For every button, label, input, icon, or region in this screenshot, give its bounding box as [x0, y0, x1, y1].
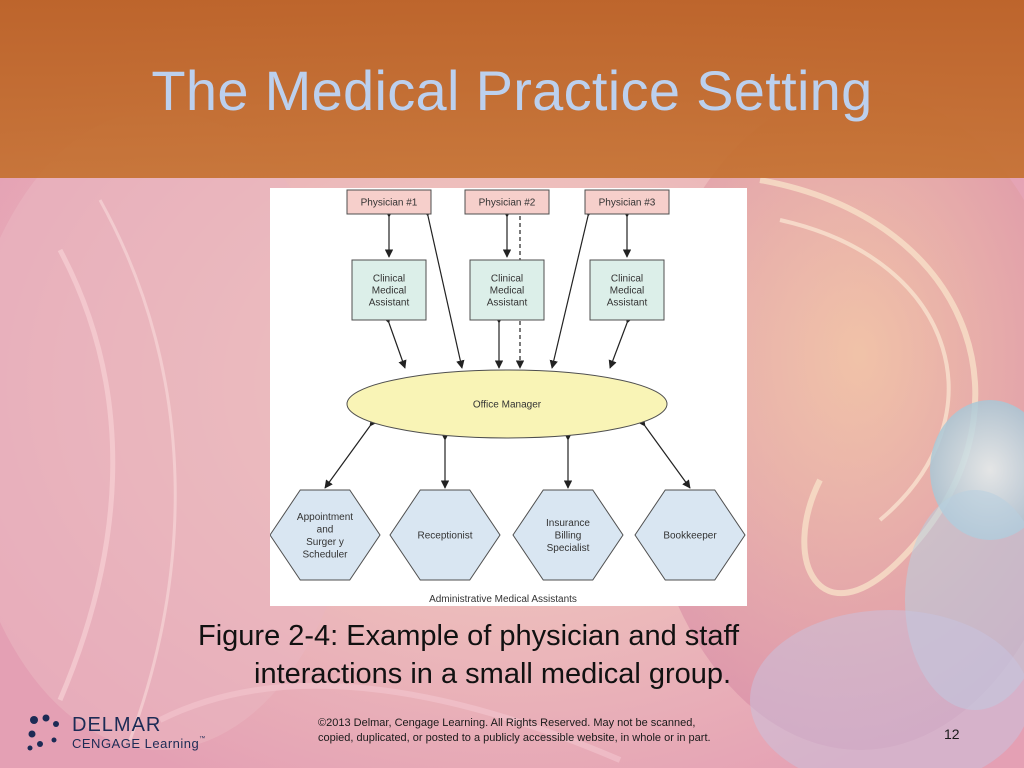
edge-assistant-manager-1: [382, 314, 407, 369]
physician-box-1: [346, 189, 432, 215]
edge-physician1-manager: [422, 207, 465, 369]
edge-manager-staff-4: [637, 417, 691, 489]
caption-line-2: interactions in a small medical group.: [254, 658, 732, 690]
copyright-line-2: copied, duplicated, or posted to a publi…: [318, 732, 711, 744]
clinical-assistant-box-2: [469, 259, 545, 321]
edge-manager-staff-1: [324, 417, 378, 489]
staff-label-4: Bookkeeper: [663, 531, 717, 542]
slide-title: The Medical Practice Setting: [151, 59, 873, 122]
copyright-notice: ©2013 Delmar, Cengage Learning. All Righ…: [318, 716, 758, 746]
edge-physician3-manager: [549, 207, 594, 369]
physician-box-3: [584, 189, 670, 215]
group-label: Administrative Medical Assistants: [429, 594, 577, 605]
logo-trademark: ™: [199, 736, 206, 742]
logo-text-cengage-label: CENGAGE Learning: [72, 736, 200, 751]
clinical-assistant-box-3: [589, 259, 665, 321]
physician-label-2: Physician #2: [479, 198, 536, 209]
delmar-logo-icon: [27, 714, 59, 751]
physician-box-2: [464, 189, 550, 215]
caption-line-1: Figure 2-4: Example of physician and sta…: [198, 620, 740, 652]
figure-caption: Figure 2-4: Example of physician and sta…: [198, 617, 858, 693]
org-diagram: Physician #1 Physician #2 Physician #3 Clin…: [270, 189, 746, 605]
clinical-assistant-box-1: [351, 259, 427, 321]
staff-hexagon-1: [270, 489, 381, 581]
logo-text-delmar: DELMAR: [72, 714, 162, 736]
physician-label-1: Physician #1: [361, 198, 418, 209]
staff-hexagon-2: [389, 489, 501, 581]
staff-hexagon-3: [512, 489, 624, 581]
edge-assistant-manager-3: [608, 314, 634, 369]
physician-label-3: Physician #3: [599, 198, 656, 209]
org-diagram-figure: Physician #1 Physician #2 Physician #3 Clin…: [270, 188, 747, 606]
publisher-logo: DELMAR CENGAGE Learning™: [26, 712, 226, 756]
staff-hexagon-4: [634, 489, 746, 581]
page-number: 12: [944, 726, 960, 742]
office-manager-ellipse: [346, 369, 668, 439]
staff-label-2: Receptionist: [417, 531, 472, 542]
logo-text-cengage: CENGAGE Learning™: [72, 736, 206, 751]
copyright-line-1: ©2013 Delmar, Cengage Learning. All Righ…: [318, 717, 696, 729]
office-manager-label: Office Manager: [473, 400, 542, 411]
title-bar: [0, 0, 1024, 178]
